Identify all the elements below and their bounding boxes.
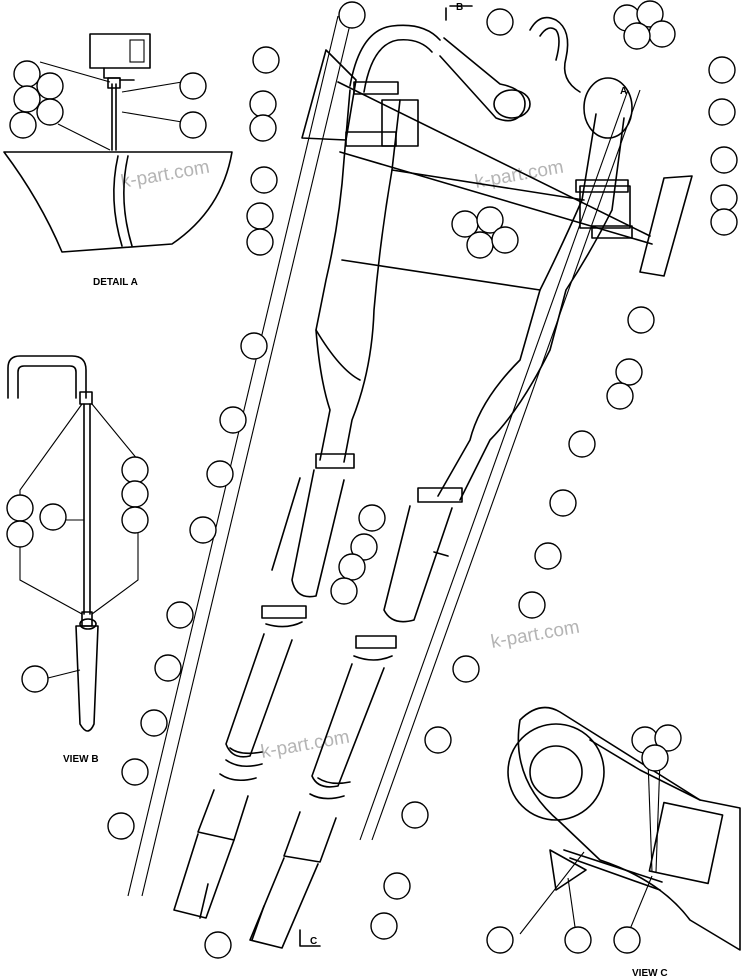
callout-circle bbox=[246, 202, 274, 230]
callout-circle bbox=[486, 8, 514, 36]
callout-circle bbox=[250, 166, 278, 194]
callout-circle bbox=[623, 22, 651, 50]
callout-circle bbox=[466, 231, 494, 259]
callout-circle bbox=[654, 724, 682, 752]
callout-circle bbox=[549, 489, 577, 517]
callout-circle bbox=[166, 601, 194, 629]
callout-circle bbox=[9, 111, 37, 139]
view-b: VIEW B bbox=[7, 355, 139, 765]
callout-circle bbox=[491, 226, 519, 254]
callout-circle bbox=[36, 72, 64, 100]
callout-circle bbox=[246, 228, 274, 256]
callout-circle bbox=[424, 726, 452, 754]
callout-circle bbox=[452, 655, 480, 683]
callout-circle bbox=[121, 758, 149, 786]
callout-circle bbox=[710, 146, 738, 174]
callout-circle bbox=[636, 0, 664, 28]
callout-circle bbox=[648, 20, 676, 48]
view-c: VIEW C bbox=[507, 706, 741, 979]
callout-circle bbox=[370, 912, 398, 940]
callout-circle bbox=[13, 60, 41, 88]
callout-circle bbox=[564, 926, 592, 954]
callout-circle bbox=[204, 931, 232, 959]
callout-circle bbox=[627, 306, 655, 334]
callout-circle bbox=[350, 533, 378, 561]
callout-circle bbox=[486, 926, 514, 954]
callout-circle bbox=[338, 553, 366, 581]
callout-circle bbox=[708, 56, 736, 84]
callout-circle bbox=[476, 206, 504, 234]
callout-circle bbox=[641, 744, 669, 772]
callout-circle bbox=[121, 506, 149, 534]
view-arrows: B A C bbox=[299, 2, 627, 947]
callout-circle bbox=[615, 358, 643, 386]
callout-circle bbox=[249, 90, 277, 118]
arrow-b-label: B bbox=[456, 2, 463, 13]
callout-circle bbox=[534, 542, 562, 570]
arrow-c-label: C bbox=[310, 936, 317, 947]
callout-circle bbox=[613, 926, 641, 954]
view-c-label: VIEW C bbox=[632, 968, 668, 979]
callout-circle bbox=[21, 665, 49, 693]
callout-circle bbox=[179, 111, 207, 139]
callout-circle bbox=[107, 812, 135, 840]
callout-circle bbox=[13, 85, 41, 113]
callout-circle bbox=[568, 430, 596, 458]
callout-circle bbox=[179, 72, 207, 100]
watermark-4: k-part.com bbox=[259, 727, 351, 763]
callout-circle bbox=[121, 480, 149, 508]
view-b-label: VIEW B bbox=[63, 754, 99, 765]
callout-circle bbox=[708, 98, 736, 126]
callout-circle bbox=[710, 184, 738, 212]
callout-circle bbox=[219, 406, 247, 434]
callout-circle bbox=[401, 801, 429, 829]
callout-circle bbox=[383, 872, 411, 900]
callout-circle bbox=[606, 382, 634, 410]
callout-circle bbox=[6, 520, 34, 548]
callout-circle bbox=[240, 332, 268, 360]
callout-circle bbox=[36, 98, 64, 126]
callout-circle bbox=[710, 208, 738, 236]
callout-circle bbox=[358, 504, 386, 532]
reference-callouts bbox=[6, 0, 738, 959]
callout-circle bbox=[154, 654, 182, 682]
detail-a: DETAIL A bbox=[3, 33, 233, 288]
callout-circle bbox=[338, 1, 366, 29]
detail-a-label: DETAIL A bbox=[93, 277, 138, 288]
callout-circle bbox=[252, 46, 280, 74]
watermark-3: k-part.com bbox=[489, 617, 581, 653]
callout-circle bbox=[518, 591, 546, 619]
callout-circle bbox=[206, 460, 234, 488]
arrow-a-label: A bbox=[620, 86, 627, 97]
callout-circle bbox=[6, 494, 34, 522]
callout-circle bbox=[189, 516, 217, 544]
callout-circle bbox=[39, 503, 67, 531]
main-assembly bbox=[127, 15, 693, 949]
callout-circle bbox=[330, 577, 358, 605]
callout-circle bbox=[249, 114, 277, 142]
watermark-1: k-part.com bbox=[119, 157, 211, 193]
callout-circle bbox=[140, 709, 168, 737]
callout-circle bbox=[121, 456, 149, 484]
